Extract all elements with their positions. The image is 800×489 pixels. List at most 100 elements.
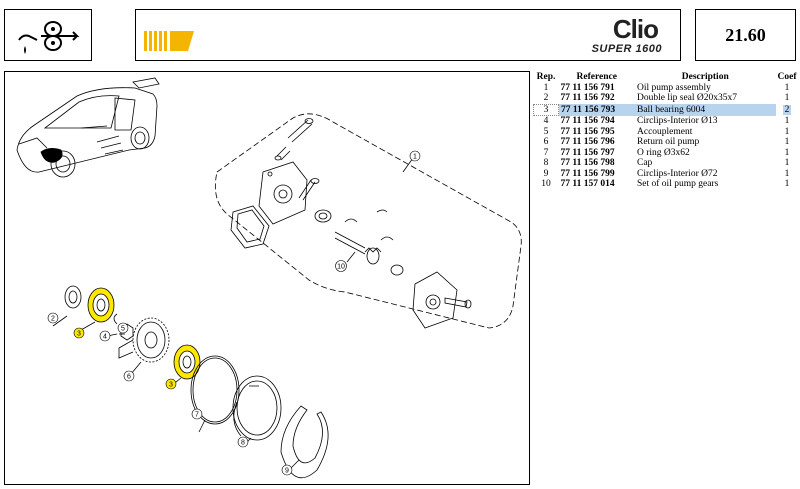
callout-6[interactable]: 6 (123, 370, 135, 382)
part-rep: 2 (543, 93, 549, 103)
part-reference: 77 11 156 798 (560, 158, 615, 168)
table-row[interactable]: 2 77 11 156 792 Double lip seal Ø20x35x7 1 (534, 93, 799, 104)
part-reference: 77 11 156 795 (560, 126, 615, 137)
part-coef: 1 (776, 127, 799, 138)
part-coef-value: 1 (784, 82, 790, 93)
table-row[interactable]: 5 77 11 156 795 Accouplement 1 (534, 127, 799, 138)
part-reference: 77 11 156 794 (560, 115, 615, 126)
part-description: Accouplement (637, 126, 693, 137)
part-description: Double lip seal Ø20x35x7 (637, 93, 738, 104)
table-row[interactable]: 9 77 11 156 799 Circlips-Interior Ø72 1 (534, 169, 799, 180)
svg-text:5: 5 (121, 326, 125, 333)
part-rep: 5 (543, 126, 549, 137)
table-row[interactable]: 1 77 11 156 791 Oil pump assembly 1 (534, 83, 799, 94)
part-reference: 77 11 156 793 (558, 104, 635, 116)
part-description: Ball bearing 6004 (635, 104, 776, 116)
page-number: 21.60 (725, 24, 766, 45)
part-description: Set of oil pump gears (637, 179, 719, 189)
part-coef-value: 1 (784, 147, 790, 158)
part-coef-value: 2 (782, 104, 792, 115)
callout-10[interactable]: 10 (335, 260, 347, 272)
svg-text:3: 3 (77, 331, 81, 338)
part-coef-value: 1 (784, 126, 790, 137)
header-rep: Rep. (536, 72, 556, 82)
callout-3a[interactable]: 3 (73, 327, 85, 339)
part-coef: 1 (776, 116, 799, 127)
page-number-box: 21.60 (695, 9, 796, 61)
svg-text:7: 7 (195, 412, 199, 419)
callout-5[interactable]: 5 (117, 322, 129, 334)
part-rep: 9 (543, 168, 549, 179)
callout-7[interactable]: 7 (191, 408, 203, 420)
part-coef: 1 (776, 169, 799, 180)
oil-pump-icon (18, 21, 80, 54)
part-coef: 1 (776, 83, 799, 94)
part-description: Return oil pump (637, 137, 700, 147)
part-coef-value: 1 (784, 179, 790, 189)
brand-model: Clio (612, 14, 659, 44)
brand-banner: Clio SUPER 1600 (135, 9, 681, 61)
diagram-canvas: 1 2 3 4 5 6 3 7 8 9 10 (16, 77, 522, 479)
header-coef: Coef (777, 72, 797, 82)
part-coef-value: 1 (784, 93, 790, 104)
header-description: Description (681, 72, 729, 82)
table-row[interactable]: 7 77 11 156 797 O ring Ø3x62 1 (534, 148, 799, 159)
section-icon-box (4, 9, 92, 61)
stripes-logo (144, 31, 194, 51)
part-description: Circlips-Interior Ø13 (637, 115, 718, 126)
table-row[interactable]: 6 77 11 156 796 Return oil pump 1 (534, 137, 799, 148)
parts-table: Rep. Reference Description Coef 1 77 11 1… (533, 72, 799, 190)
part-coef: 1 (776, 93, 799, 104)
part-rep: 7 (543, 147, 549, 158)
part-description: O ring Ø3x62 (637, 147, 690, 158)
callout-4[interactable]: 4 (99, 330, 111, 342)
svg-text:3: 3 (169, 382, 173, 389)
svg-text:8: 8 (241, 440, 245, 447)
part-reference: 77 11 157 014 (560, 179, 615, 189)
part-rep: 4 (543, 116, 549, 126)
exploded-diagram: 1 2 3 4 5 6 3 7 8 9 10 (4, 71, 530, 485)
part-coef: 1 (776, 179, 799, 190)
table-row[interactable]: 8 77 11 156 798 Cap 1 (534, 158, 799, 169)
part-description: Circlips-Interior Ø72 (637, 168, 718, 179)
part-reference: 77 11 156 799 (560, 168, 615, 179)
part-coef: 1 (776, 148, 799, 159)
part-coef: 1 (776, 137, 799, 148)
svg-text:6: 6 (127, 374, 131, 381)
svg-text:1: 1 (413, 154, 417, 161)
table-row[interactable]: 10 77 11 157 014 Set of oil pump gears 1 (534, 179, 799, 190)
svg-text:2: 2 (51, 316, 55, 323)
part-rep: 10 (541, 179, 551, 189)
part-reference: 77 11 156 791 (560, 82, 615, 93)
callout-8[interactable]: 8 (237, 436, 249, 448)
part-reference: 77 11 156 796 (560, 137, 615, 147)
part-rep: 6 (543, 137, 549, 147)
part-reference: 77 11 156 797 (560, 147, 615, 158)
header-reference: Reference (576, 72, 617, 82)
part-reference: 77 11 156 792 (560, 93, 615, 104)
engine-area-marker (40, 148, 63, 163)
part-coef-value: 1 (784, 168, 790, 179)
svg-text:10: 10 (337, 264, 345, 271)
part-coef-value: 1 (784, 137, 790, 147)
part-coef: 2 (776, 104, 799, 116)
callout-2[interactable]: 2 (47, 312, 59, 324)
part-coef: 1 (776, 158, 799, 169)
svg-text:4: 4 (103, 334, 107, 341)
part-rep: 3 (533, 103, 559, 116)
part-rep: 8 (543, 158, 549, 168)
callout-9[interactable]: 9 (281, 464, 293, 476)
table-header-row: Rep. Reference Description Coef (534, 72, 799, 83)
part-description: Oil pump assembly (637, 82, 711, 93)
callout-1[interactable]: 1 (409, 150, 421, 162)
table-row[interactable]: 4 77 11 156 794 Circlips-Interior Ø13 1 (534, 116, 799, 127)
part-coef-value: 1 (784, 158, 790, 168)
car-illustration (16, 77, 160, 178)
part-coef-value: 1 (784, 115, 790, 126)
part-description: Cap (637, 158, 653, 168)
part-rep: 1 (543, 82, 549, 93)
svg-text:9: 9 (285, 468, 289, 475)
brand-version: SUPER 1600 (591, 43, 662, 55)
callout-3b[interactable]: 3 (165, 378, 177, 390)
